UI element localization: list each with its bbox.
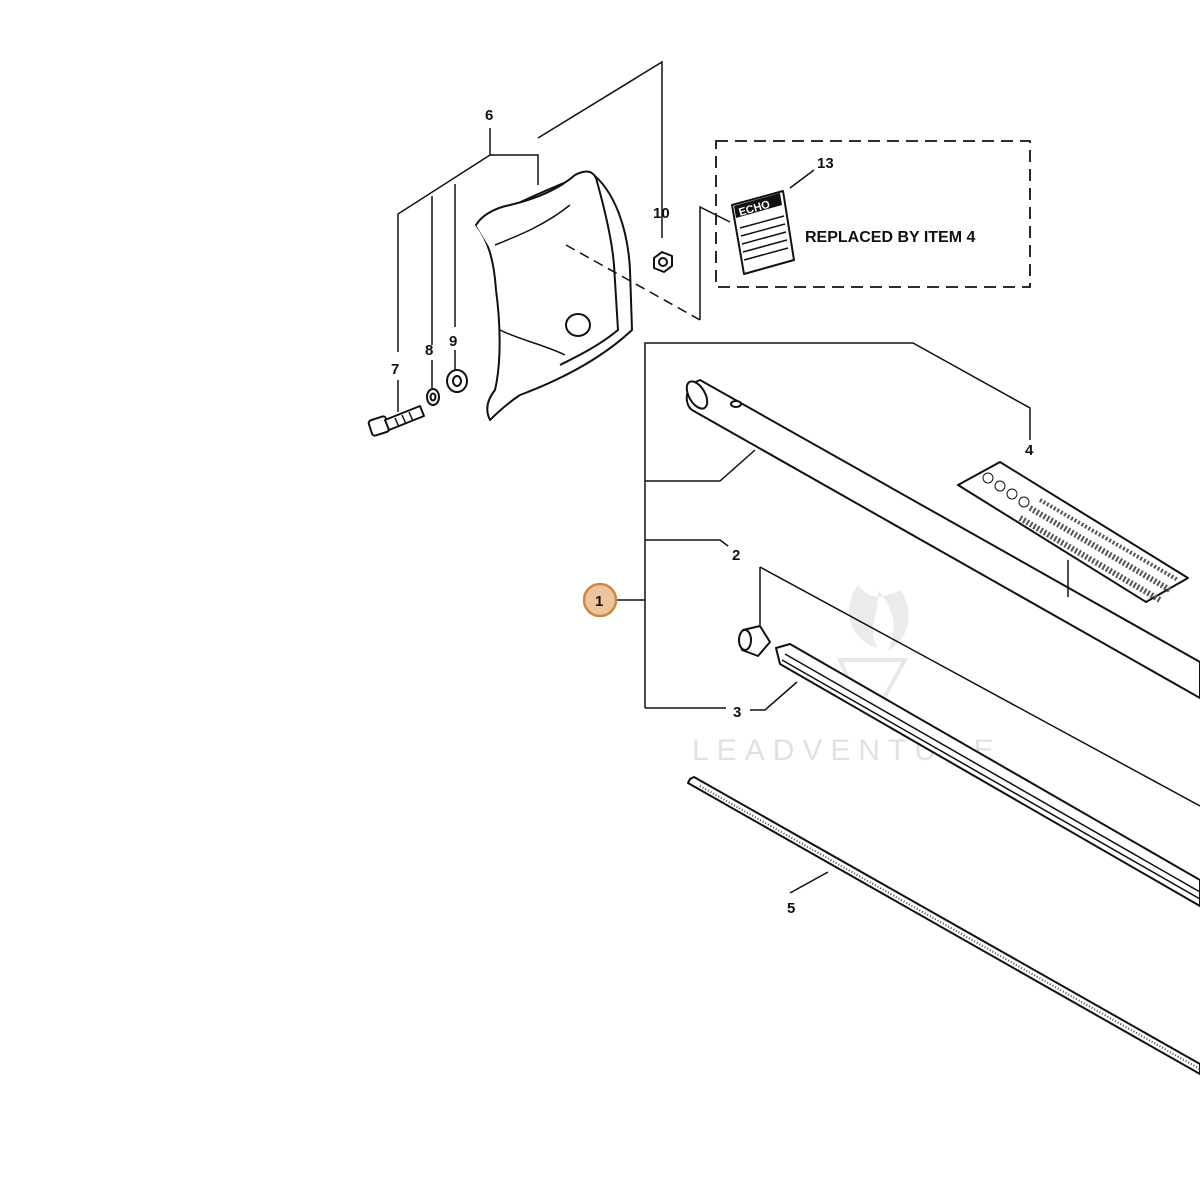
callout-2: 2: [732, 547, 740, 564]
callout-6: 6: [485, 107, 493, 124]
callout-10: 10: [653, 205, 670, 222]
guard-part: [475, 170, 731, 421]
callout-8: 8: [425, 342, 433, 359]
callout-13: 13: [817, 155, 834, 172]
callout-1-highlight[interactable]: 1: [582, 582, 618, 618]
callout-3: 3: [733, 704, 741, 721]
callout-5: 5: [787, 900, 795, 917]
bushing-part: [738, 566, 1200, 807]
callout-9: 9: [449, 333, 457, 350]
nut-part: [653, 251, 673, 273]
callout-4: 4: [1025, 442, 1034, 459]
liner-part: [775, 643, 1200, 907]
flat-washer-part: [446, 350, 468, 393]
callout-7: 7: [391, 361, 399, 378]
callout-labels: 6 10 13 7 8 9 4 2 3 5: [391, 107, 1034, 917]
callout-1[interactable]: 1: [595, 593, 603, 610]
leader-6: [397, 60, 663, 352]
replaced-box: ECHO REPLACED BY ITEM 4: [715, 140, 1031, 288]
leader-1: [617, 342, 1031, 711]
lock-washer-part: [426, 360, 440, 406]
warning-sticker-part: [957, 461, 1189, 603]
replaced-note: REPLACED BY ITEM 4: [805, 229, 976, 246]
outer-tube-part: [685, 379, 1200, 699]
echo-label-part: ECHO: [731, 190, 795, 275]
bolt-part: [367, 380, 425, 437]
drive-shaft-part: [687, 776, 1200, 1075]
